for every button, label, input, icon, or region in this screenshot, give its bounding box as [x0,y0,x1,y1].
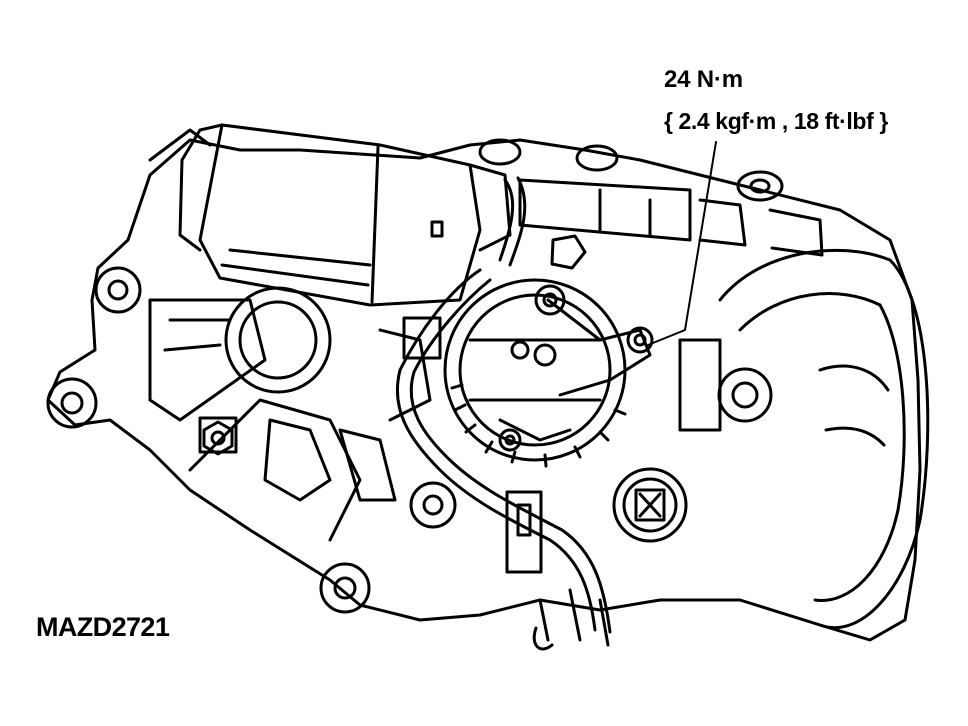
torque-value-metric: 24 N·m [664,66,743,93]
wiring-harness [395,268,597,632]
bell-housing-ring [718,248,930,630]
torque-leader-line [647,141,717,346]
starter-motor-body [198,123,482,307]
range-sensor-body [443,278,627,462]
drain-bolt-right [634,488,666,522]
starter-drive-housing [224,286,332,394]
left-mount-boss-upper [94,266,142,314]
right-mount-ear [717,367,773,423]
torque-value-imperial: { 2.4 kgf·m , 18 ft·lbf } [664,108,888,134]
housing-outline [46,138,922,642]
harness-connector [402,316,442,360]
drain-bolt-left [198,416,238,454]
output-seal [612,467,688,543]
bottom-mount-boss-left [319,562,371,614]
bell-housing-inner [738,292,906,602]
bottom-mount-boss-center [409,481,457,529]
figure-code: MAZD2721 [36,612,170,642]
left-mount-boss-lower [46,377,98,429]
